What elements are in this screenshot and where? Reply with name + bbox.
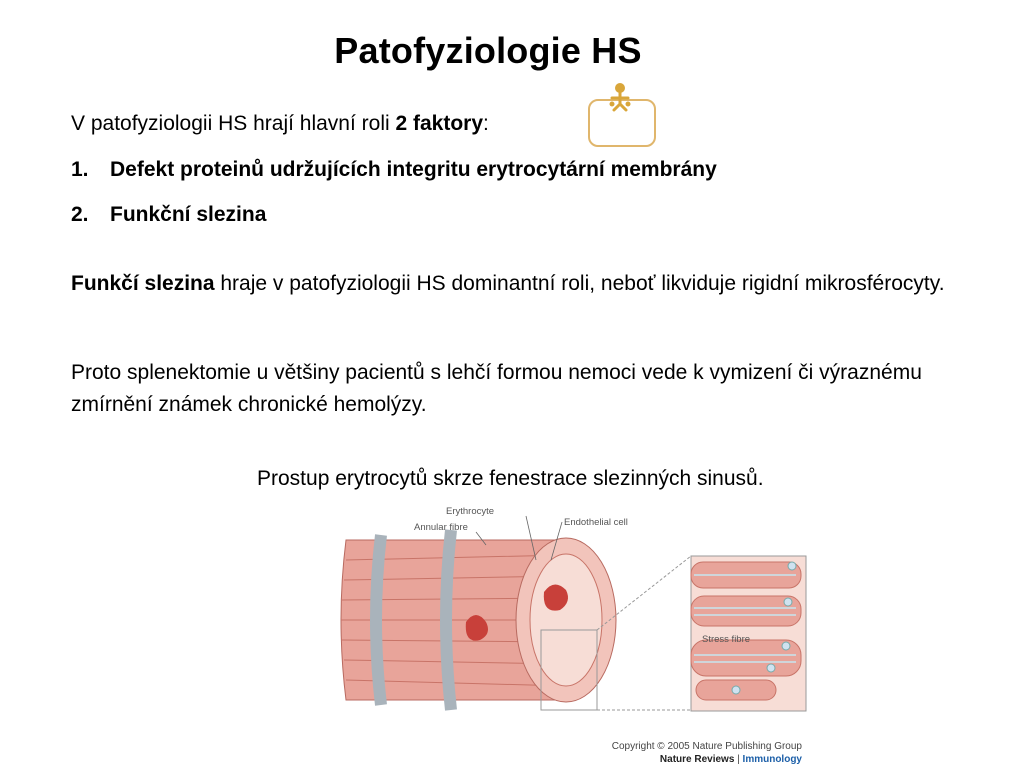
list-text: Funkční slezina [110, 203, 267, 226]
paragraph-spleen-rest: hraje v patofyziologii HS dominantní rol… [214, 272, 945, 295]
stress-fibre-detail [690, 555, 807, 712]
intro-bold: 2 faktory [395, 112, 484, 135]
copyright-line: Copyright © 2005 Nature Publishing Group [611, 741, 802, 752]
journal-section: Immunology [742, 754, 802, 765]
sinus-wall-illustration [340, 529, 617, 711]
figure-with-frame-icon [588, 83, 656, 147]
intro-prefix: V patofyziologii HS hrají hlavní roli [71, 112, 396, 135]
copyright-notice: Copyright © 2005 Nature Publishing Group… [590, 740, 802, 766]
factor-list: 1. Defekt proteinů udržujících integritu… [71, 154, 717, 244]
list-number: 1. [71, 158, 89, 181]
label-erythrocyte: Erythrocyte [446, 506, 494, 517]
splenic-sinus-figure: Erythrocyte Annular fibre Endothelial ce… [340, 506, 807, 712]
list-number: 2. [71, 203, 89, 226]
journal-line: Nature Reviews | Immunology [590, 753, 802, 766]
label-annular-fibre: Annular fibre [414, 522, 468, 533]
slide-title: Patofyziologie HS [334, 30, 642, 71]
journal-name: Nature Reviews [659, 754, 735, 765]
paragraph-spleen-bold: Funkčí slezina [71, 272, 215, 295]
figure-caption: Prostup erytrocytů skrze fenestrace slez… [257, 467, 764, 490]
journal-separator: | [734, 754, 743, 765]
paragraph-spleen: Funkčí slezina hraje v patofyziologii HS… [71, 268, 951, 300]
list-item: 1. Defekt proteinů udržujících integritu… [71, 154, 717, 199]
paragraph-splenectomy: Proto splenektomie u většiny pacientů s … [71, 361, 922, 416]
list-item: 2. Funkční slezina [71, 199, 717, 244]
label-stress-fibre: Stress fibre [702, 634, 750, 645]
intro-text: V patofyziologii HS hrají hlavní roli 2 … [71, 108, 489, 140]
list-text: Defekt proteinů udržujících integritu er… [110, 158, 717, 181]
label-endothelial-cell: Endothelial cell [564, 517, 628, 528]
intro-suffix: : [483, 112, 489, 135]
